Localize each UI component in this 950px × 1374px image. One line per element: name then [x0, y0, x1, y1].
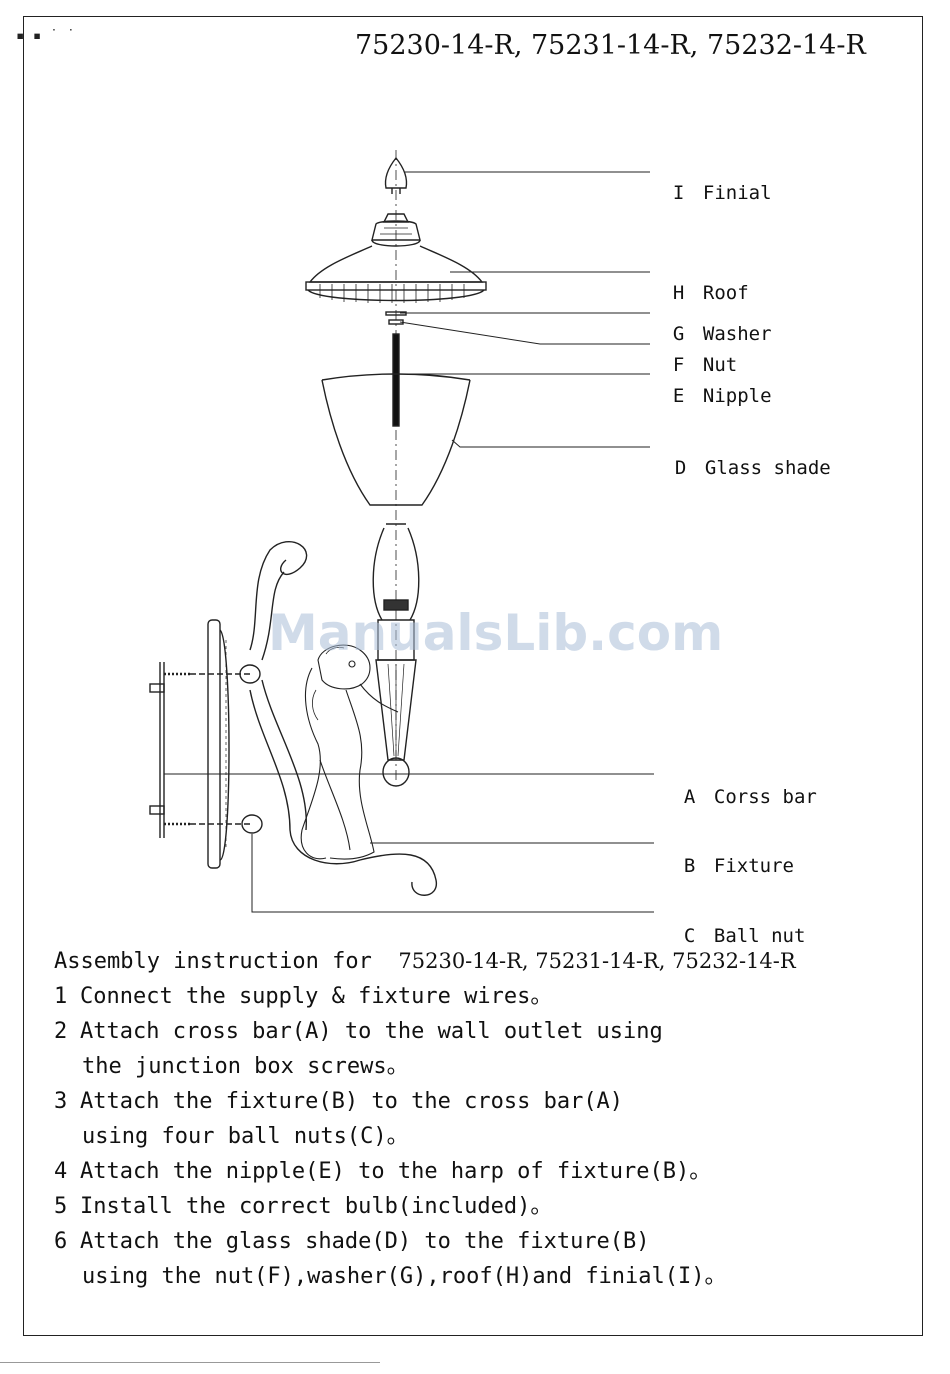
callout-name: Washer	[702, 323, 772, 345]
callout-letter: D	[674, 457, 687, 479]
callout-name: Ball nut	[713, 925, 806, 947]
step-number: 2	[54, 1019, 68, 1044]
callout-nipple: E Nipple	[650, 363, 772, 407]
instruction-step: 6 Attach the glass shade(D) to the fixtur…	[54, 1224, 914, 1294]
callout-letter: H	[672, 282, 685, 304]
instructions-title: Assembly instruction for 75230-14-R, 752…	[54, 944, 914, 979]
instruction-step: 1 Connect the supply & fixture wires。	[54, 979, 914, 1014]
callout-name: Nut	[702, 354, 738, 376]
callout-letter: B	[683, 855, 696, 877]
step-number: 5	[54, 1194, 68, 1219]
callout-name: Glass shade	[704, 457, 831, 479]
step-text-continued: using the nut(F),washer(G),roof(H)and fi…	[82, 1264, 727, 1289]
callout-washer: G Washer	[650, 301, 772, 345]
callout-nut: F Nut	[650, 332, 737, 376]
callout-name: Roof	[702, 282, 749, 304]
torch-part	[375, 659, 417, 787]
scan-specks: ▪ ▪ ˙ ˙	[16, 28, 76, 44]
step-number: 3	[54, 1089, 68, 1114]
scan-edge-line	[0, 1362, 380, 1363]
callout-letter: F	[672, 354, 685, 376]
callout-name: Fixture	[713, 855, 794, 877]
instruction-step: 4 Attach the nipple(E) to the harp of fix…	[54, 1154, 914, 1189]
callout-letter: A	[683, 786, 696, 808]
instructions-title-models: 75230-14-R, 75231-14-R, 75232-14-R	[398, 949, 796, 973]
callout-name: Nipple	[702, 385, 772, 407]
callout-letter: E	[672, 385, 685, 407]
callout-cross-bar: A Corss bar	[661, 764, 817, 808]
leader-lines	[164, 171, 654, 913]
step-text-continued: using four ball nuts(C)。	[82, 1124, 409, 1149]
step-number: 1	[54, 984, 68, 1009]
header-model-numbers: 75230-14-R, 75231-14-R, 75232-14-R	[355, 30, 866, 61]
callout-letter: I	[672, 182, 685, 204]
watermark: ManualsLib.com	[268, 604, 724, 662]
assembly-instructions: Assembly instruction for 75230-14-R, 752…	[54, 944, 914, 1294]
callout-letter: C	[683, 925, 696, 947]
callout-name: Finial	[702, 182, 772, 204]
roof-part	[305, 213, 487, 303]
page-frame	[23, 16, 923, 1336]
callout-ball-nut: C Ball nut	[661, 903, 806, 947]
instruction-step: 5 Install the correct bulb(included)。	[54, 1189, 914, 1224]
callout-finial: I Finial	[650, 160, 772, 204]
step-number: 4	[54, 1159, 68, 1184]
fixture-arm-part	[239, 540, 437, 896]
callout-roof: H Roof	[650, 260, 749, 304]
callout-fixture: B Fixture	[661, 833, 794, 877]
glass-shade-part	[321, 373, 471, 506]
step-number: 6	[54, 1229, 68, 1254]
lion-figure	[300, 644, 399, 860]
finial-part	[384, 156, 408, 194]
cross-bar-part	[149, 662, 250, 838]
step-text: Attach the glass shade(D) to the fixture…	[80, 1229, 650, 1254]
callout-glass-shade: D Glass shade	[652, 435, 831, 479]
instructions-title-prefix: Assembly instruction for	[54, 949, 399, 974]
step-text-continued: the junction box screws。	[82, 1054, 409, 1079]
step-text: Connect the supply & fixture wires。	[80, 984, 553, 1009]
step-text: Attach the nipple(E) to the harp of fixt…	[80, 1159, 712, 1184]
step-text: Install the correct bulb(included)。	[80, 1194, 553, 1219]
instruction-step: 3 Attach the fixture(B) to the cross bar(…	[54, 1084, 914, 1154]
instruction-step: 2 Attach cross bar(A) to the wall outlet …	[54, 1014, 914, 1084]
nipple-part	[392, 333, 400, 427]
callout-name: Corss bar	[713, 786, 817, 808]
callout-letter: G	[672, 323, 685, 345]
wall-plate-part	[207, 619, 230, 869]
step-text: Attach cross bar(A) to the wall outlet u…	[80, 1019, 663, 1044]
step-text: Attach the fixture(B) to the cross bar(A…	[80, 1089, 624, 1114]
